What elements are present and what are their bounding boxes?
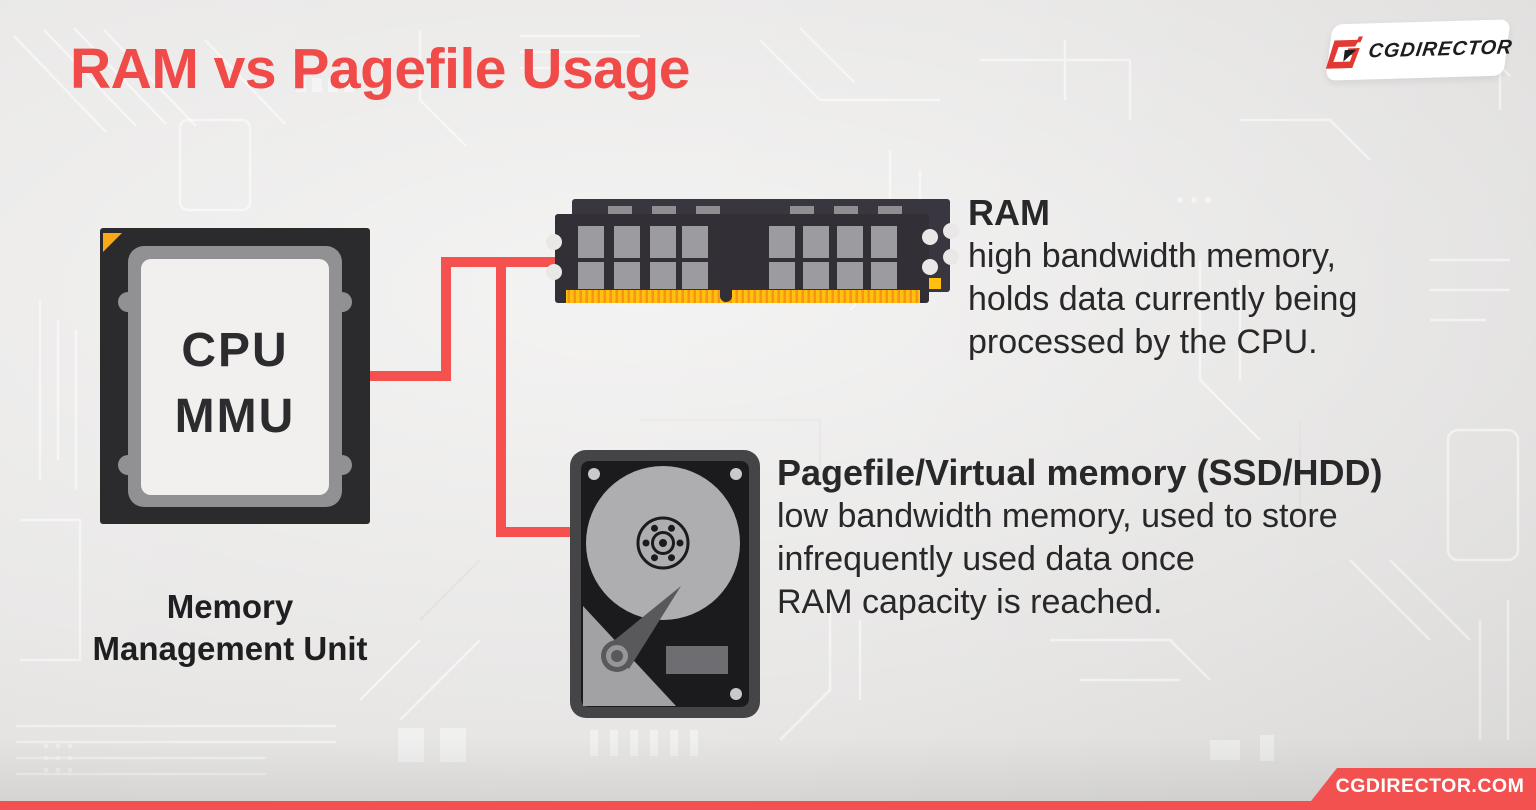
pagefile-note-line: low bandwidth memory, used to store [777,497,1338,535]
footer-site-banner[interactable]: CGDIRECTOR.COM [1304,768,1536,810]
cpu-corner-marker [103,233,122,252]
pagefile-note-line: infrequently used data once [777,540,1195,578]
ram-note-line: high bandwidth memory, [968,237,1336,275]
ram-note-line: processed by the CPU. [968,323,1318,361]
cpu-caption-line1: Memory [166,588,294,625]
cgdirector-logo-badge[interactable]: CGDIRECTOR [1325,19,1514,81]
cpu-caption-line2: Management Unit [92,630,368,667]
page-title: RAM vs Pagefile Usage [70,37,690,101]
connector-cpu-to-ram [360,257,560,381]
footer-red-strip [0,801,1536,810]
ram-sticks-illustration [546,199,959,303]
cpu-caption: Memory Management Unit [30,586,430,670]
ram-note-line: holds data currently being [968,280,1358,318]
pagefile-note-line: RAM capacity is reached. [777,583,1163,621]
pagefile-note: Pagefile/Virtual memory (SSD/HDD) low ba… [777,451,1383,624]
cpu-label: CPU [181,324,288,377]
hard-drive-illustration [570,450,760,718]
mmu-label: MMU [175,390,296,443]
connector-lines [360,257,576,537]
ram-note: RAM high bandwidth memory, holds data cu… [968,191,1357,364]
connector-to-hdd [496,258,576,537]
ram-note-heading: RAM [968,192,1050,233]
cpu-chip-illustration: CPU MMU [100,228,370,524]
pagefile-note-heading: Pagefile/Virtual memory (SSD/HDD) [777,452,1383,493]
footer-site-text: CGDIRECTOR.COM [1335,775,1525,797]
cgdirector-g-icon [1326,35,1364,69]
